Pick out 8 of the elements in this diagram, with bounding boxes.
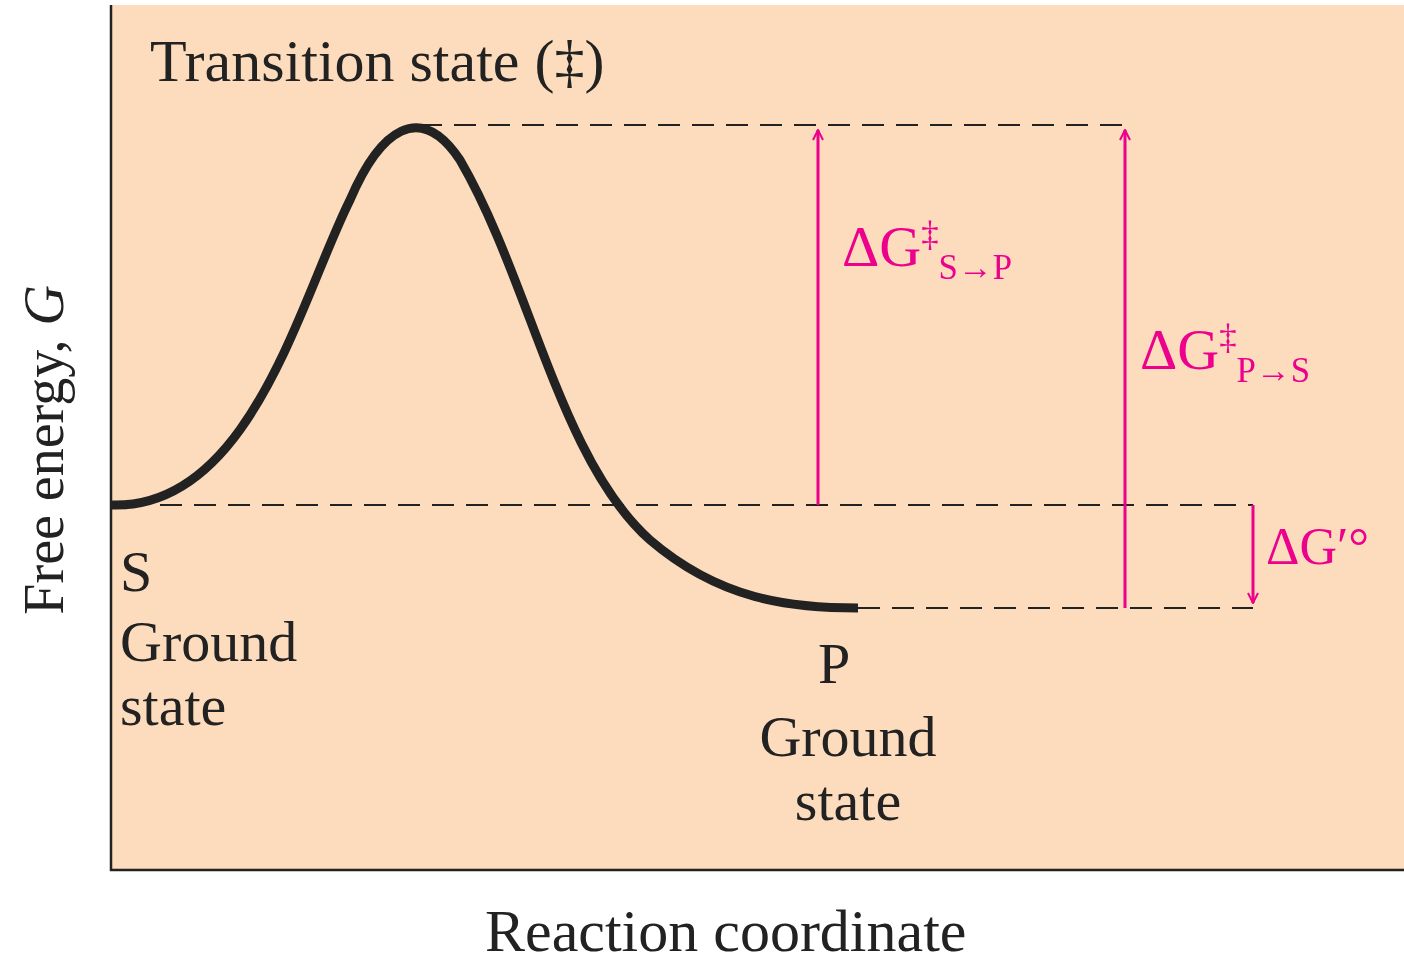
state-label: Ground state [758,705,938,833]
axis-title: Reaction coordinate [485,898,967,962]
state-label: Transition state (‡) [150,28,605,94]
state-label: S [120,540,153,604]
axis-title: Free energy, G [14,284,76,615]
state-label: Ground state [120,610,299,738]
state-label: P [818,632,851,696]
energy-label: ΔG′° [1266,518,1370,576]
